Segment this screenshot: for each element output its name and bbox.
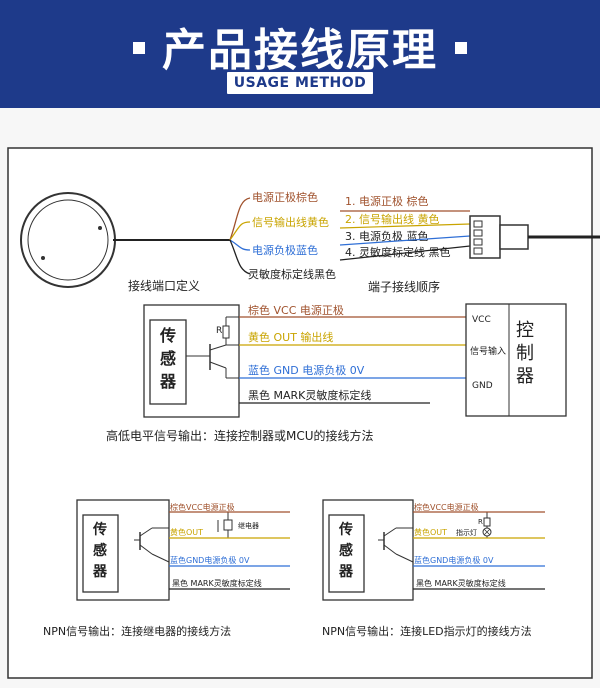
header-banner: 产品接线原理 USAGE METHOD — [0, 0, 600, 108]
page-subtitle: USAGE METHOD — [227, 72, 373, 94]
terminal-connector — [469, 215, 600, 259]
relay-sensor-label-3: 器 — [92, 564, 108, 580]
sensor-label-2: 感 — [160, 349, 176, 368]
resistor-label: R — [216, 326, 222, 336]
main-line-brown: 棕色 VCC 电源正极 — [248, 303, 344, 317]
main-line-yellow: 黄色 OUT 输出线 — [248, 330, 333, 344]
pin-3: 3. 电源负极 蓝色 — [345, 229, 429, 243]
caption-relay: NPN信号输出：连接继电器的接线方法 — [43, 624, 231, 638]
wiring-canvas: 电源正极棕色 信号输出线黄色 电源负极蓝色 灵敏度标定线黑色 接线端口定义 1.… — [0, 108, 600, 688]
relay-line-yellow: 黄色OUT — [170, 527, 203, 537]
led-component-label: 指示灯 — [456, 528, 477, 537]
wire-label-black: 灵敏度标定线黑色 — [248, 267, 336, 281]
relay-sensor-label-2: 感 — [93, 542, 107, 559]
led-sensor-label-2: 感 — [339, 542, 353, 559]
relay-line-black: 黑色 MARK灵敏度标定线 — [172, 578, 262, 588]
pin-1: 1. 电源正极 棕色 — [345, 194, 429, 208]
led-line-blue: 蓝色GND电源负极 0V — [414, 555, 494, 565]
controller-label-3: 器 — [516, 366, 534, 387]
wire-label-blue: 电源负极蓝色 — [252, 243, 318, 257]
led-line-brown: 棕色VCC电源正极 — [414, 502, 479, 512]
caption-led: NPN信号输出：连接LED指示灯的接线方法 — [322, 624, 532, 638]
right-square-icon — [455, 42, 467, 54]
led-resistor-label: R — [478, 518, 483, 526]
led-sensor-label-1: 传 — [338, 521, 353, 538]
caption-controller: 高低电平信号输出：连接控制器或MCU的接线方法 — [106, 428, 374, 443]
led-line-black: 黑色 MARK灵敏度标定线 — [416, 578, 506, 588]
ctrl-label-gnd: GND — [472, 381, 493, 391]
wire-label-yellow: 信号输出线黄色 — [252, 215, 329, 229]
wire-fan — [229, 197, 251, 275]
controller-box — [465, 303, 567, 417]
relay-circuit — [76, 499, 233, 601]
sensor-probe — [20, 192, 230, 288]
main-line-black: 黑色 MARK灵敏度标定线 — [248, 388, 371, 402]
led-sensor-label-3: 器 — [338, 564, 354, 580]
ctrl-label-vcc: VCC — [472, 315, 491, 325]
caption-port-definition: 接线端口定义 — [128, 278, 200, 293]
wire-label-brown: 电源正极棕色 — [252, 190, 318, 204]
pin-4: 4. 灵敏度标定线 黑色 — [345, 245, 451, 259]
relay-sensor-label-1: 传 — [92, 521, 107, 538]
controller-label-2: 制 — [516, 343, 534, 364]
sensor-label-3: 器 — [159, 372, 177, 391]
relay-component-label: 继电器 — [238, 521, 259, 530]
caption-terminal-order: 端子接线顺序 — [368, 279, 440, 294]
relay-line-blue: 蓝色GND电源负极 0V — [170, 555, 250, 565]
controller-label-1: 控 — [516, 320, 534, 341]
relay-line-brown: 棕色VCC电源正极 — [170, 502, 235, 512]
led-circuit — [322, 499, 492, 601]
led-line-yellow: 黄色OUT — [414, 527, 447, 537]
pin-2: 2. 信号输出线 黄色 — [345, 212, 440, 226]
main-line-blue: 蓝色 GND 电源负极 0V — [248, 363, 365, 377]
ctrl-label-signal: 信号输入 — [470, 345, 506, 357]
sensor-label-1: 传 — [159, 326, 176, 345]
left-square-icon — [133, 42, 145, 54]
page-title: 产品接线原理 — [162, 25, 438, 76]
main-circuit — [143, 304, 240, 418]
